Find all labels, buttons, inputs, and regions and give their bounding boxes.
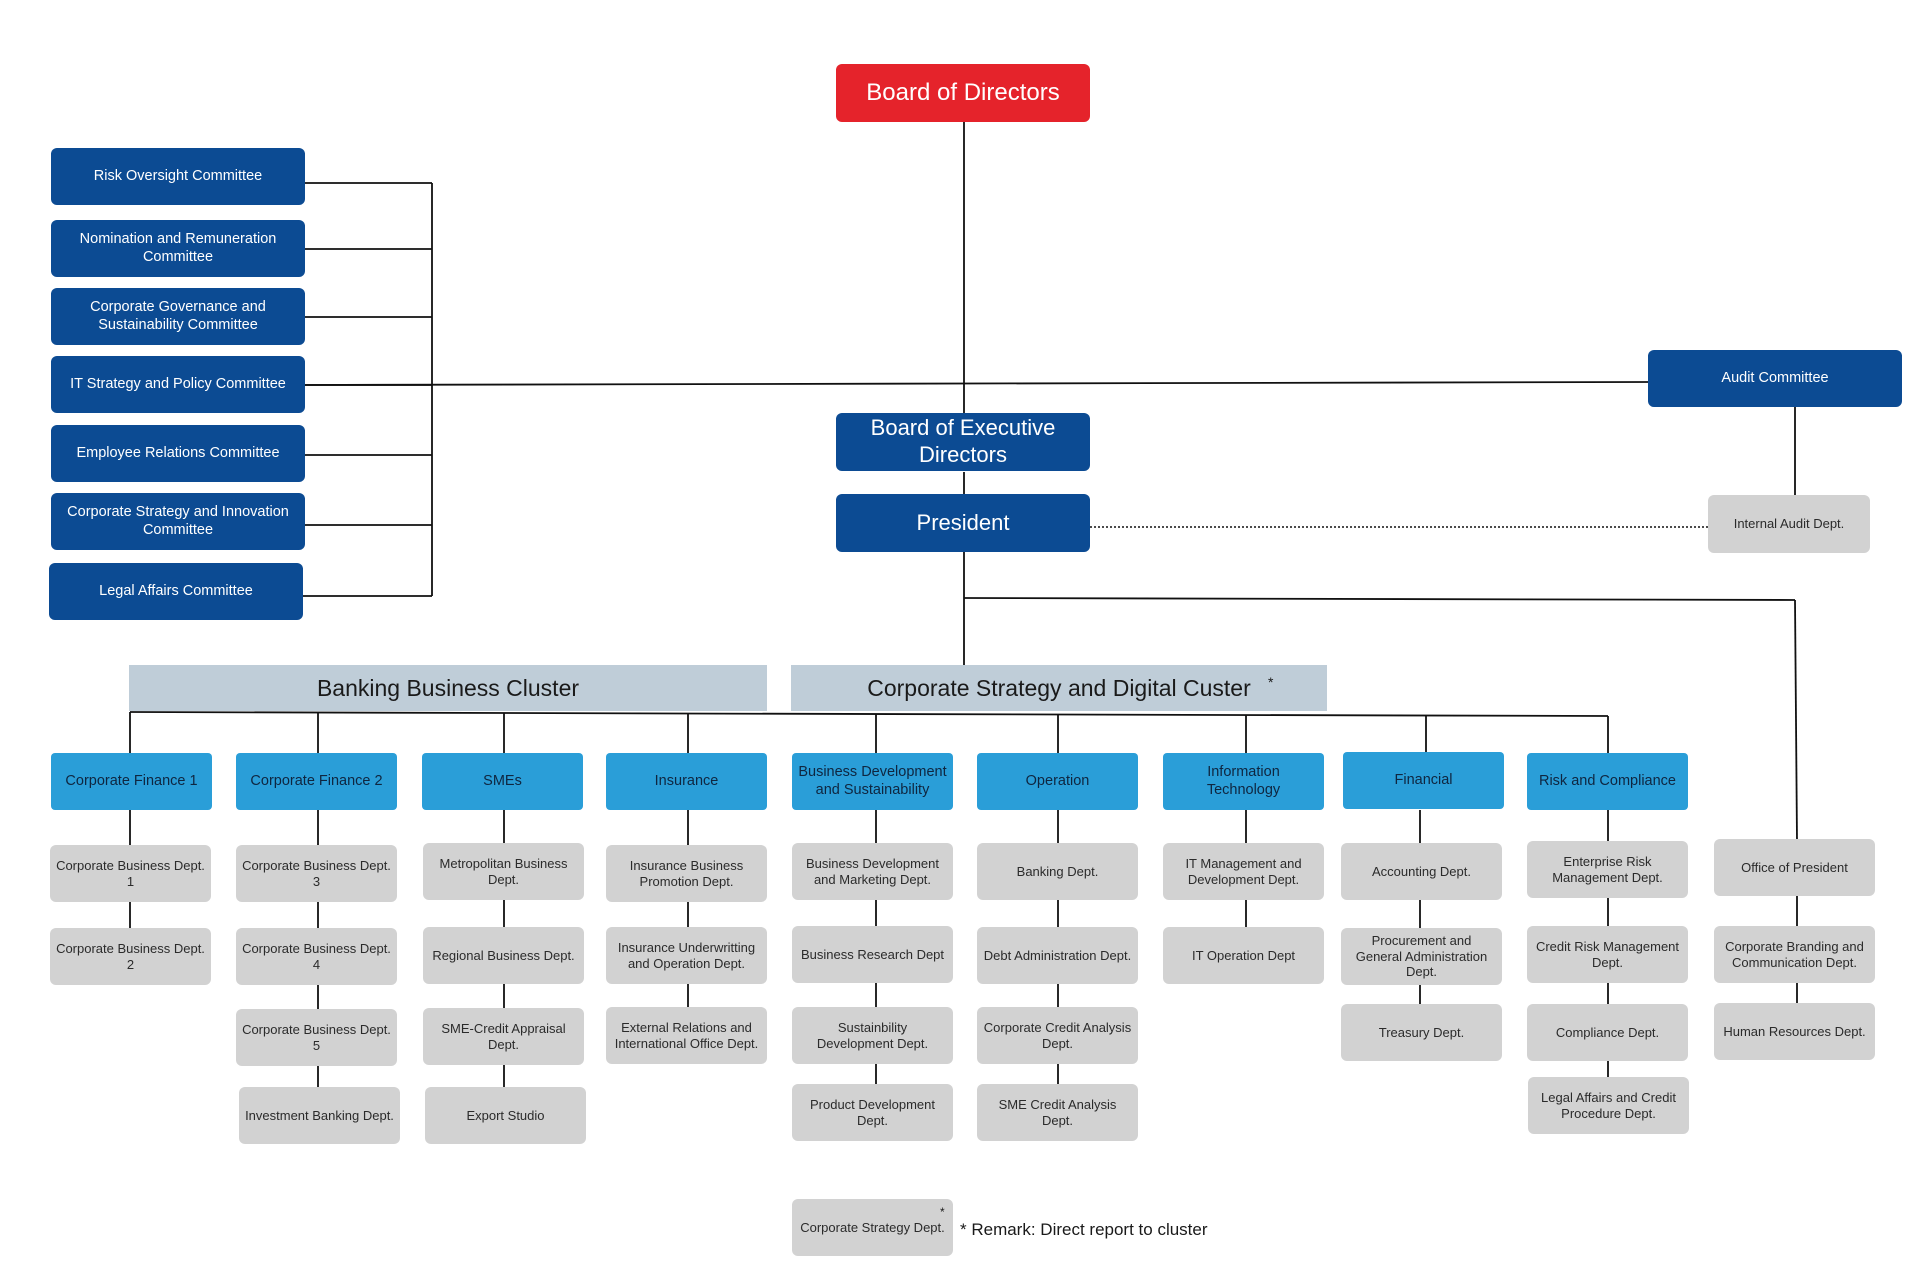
committee-it-strategy: IT Strategy and Policy Committee xyxy=(51,356,305,413)
dept-corporate-credit-analysis: Corporate Credit Analysis Dept. xyxy=(977,1007,1138,1064)
committee-employee-relations: Employee Relations Committee xyxy=(51,425,305,482)
dept-credit-risk-management: Credit Risk Management Dept. xyxy=(1527,926,1688,983)
remark-note: * Remark: Direct report to cluster xyxy=(960,1220,1208,1239)
dept-corporate-business-1: Corporate Business Dept. 1 xyxy=(50,845,211,902)
internal-audit-dept: Internal Audit Dept. xyxy=(1708,495,1870,553)
dept-banking: Banking Dept. xyxy=(977,843,1138,900)
unit-risk-compliance: Risk and Compliance xyxy=(1527,753,1688,810)
dept-treasury: Treasury Dept. xyxy=(1341,1004,1502,1061)
dept-business-development-marketing: Business Development and Marketing Dept. xyxy=(792,843,953,900)
dept-sme-credit-analysis: SME Credit Analysis Dept. xyxy=(977,1084,1138,1141)
dept-business-research: Business Research Dept xyxy=(792,926,953,983)
committee-corporate-strategy: Corporate Strategy and Innovation Commit… xyxy=(51,493,305,550)
dept-metropolitan-business: Metropolitan Business Dept. xyxy=(423,843,584,900)
corporate-strategy-digital-cluster: Corporate Strategy and Digital Custer xyxy=(791,665,1327,711)
dept-legal-affairs-credit-procedure: Legal Affairs and Credit Procedure Dept. xyxy=(1528,1077,1689,1134)
dept-procurement-general-admin: Procurement and General Administration D… xyxy=(1341,928,1502,985)
dept-enterprise-risk-management: Enterprise Risk Management Dept. xyxy=(1527,841,1688,898)
unit-corporate-finance-2: Corporate Finance 2 xyxy=(236,753,397,810)
dept-corporate-business-5: Corporate Business Dept. 5 xyxy=(236,1009,397,1066)
dept-accounting: Accounting Dept. xyxy=(1341,843,1502,900)
dept-debt-administration: Debt Administration Dept. xyxy=(977,927,1138,984)
dept-insurance-business-promotion: Insurance Business Promotion Dept. xyxy=(606,845,767,902)
unit-business-development: Business Development and Sustainability xyxy=(792,753,953,810)
dept-corporate-business-3: Corporate Business Dept. 3 xyxy=(236,845,397,902)
committee-risk-oversight: Risk Oversight Committee xyxy=(51,148,305,205)
dept-external-relations: External Relations and International Off… xyxy=(606,1007,767,1064)
dept-corporate-branding: Corporate Branding and Communication Dep… xyxy=(1714,926,1875,983)
unit-smes: SMEs xyxy=(422,753,583,810)
president: President xyxy=(836,494,1090,552)
board-of-executive-directors: Board of Executive Directors xyxy=(836,413,1090,471)
board-of-directors: Board of Directors xyxy=(836,64,1090,122)
dept-product-development: Product Development Dept. xyxy=(792,1084,953,1141)
dept-compliance: Compliance Dept. xyxy=(1527,1004,1688,1061)
unit-insurance: Insurance xyxy=(606,753,767,810)
unit-operation: Operation xyxy=(977,753,1138,810)
dept-human-resources: Human Resources Dept. xyxy=(1714,1003,1875,1060)
dept-it-operation: IT Operation Dept xyxy=(1163,927,1324,984)
banking-business-cluster: Banking Business Cluster xyxy=(129,665,767,711)
committee-corporate-governance: Corporate Governance and Sustainability … xyxy=(51,288,305,345)
audit-committee: Audit Committee xyxy=(1648,350,1902,407)
dept-office-of-president: Office of President xyxy=(1714,839,1875,896)
dept-investment-banking: Investment Banking Dept. xyxy=(239,1087,400,1144)
dept-insurance-underwriting: Insurance Underwritting and Operation De… xyxy=(606,927,767,984)
dept-sustainability-development: Sustainbility Development Dept. xyxy=(792,1007,953,1064)
unit-financial: Financial xyxy=(1343,752,1504,809)
unit-corporate-finance-1: Corporate Finance 1 xyxy=(51,753,212,810)
committee-nomination-remuneration: Nomination and Remuneration Committee xyxy=(51,220,305,277)
committee-legal-affairs: Legal Affairs Committee xyxy=(49,563,303,620)
corporate-strategy-asterisk: * xyxy=(940,1205,945,1219)
dept-sme-credit-appraisal: SME-Credit Appraisal Dept. xyxy=(423,1008,584,1065)
dept-corporate-business-2: Corporate Business Dept. 2 xyxy=(50,928,211,985)
dept-regional-business: Regional Business Dept. xyxy=(423,927,584,984)
unit-information-technology: Information Technology xyxy=(1163,753,1324,810)
dept-it-management-development: IT Management and Development Dept. xyxy=(1163,843,1324,900)
cluster-asterisk: * xyxy=(1268,674,1274,690)
dept-corporate-business-4: Corporate Business Dept. 4 xyxy=(236,928,397,985)
dept-export-studio: Export Studio xyxy=(425,1087,586,1144)
dept-corporate-strategy: Corporate Strategy Dept. xyxy=(792,1199,953,1256)
